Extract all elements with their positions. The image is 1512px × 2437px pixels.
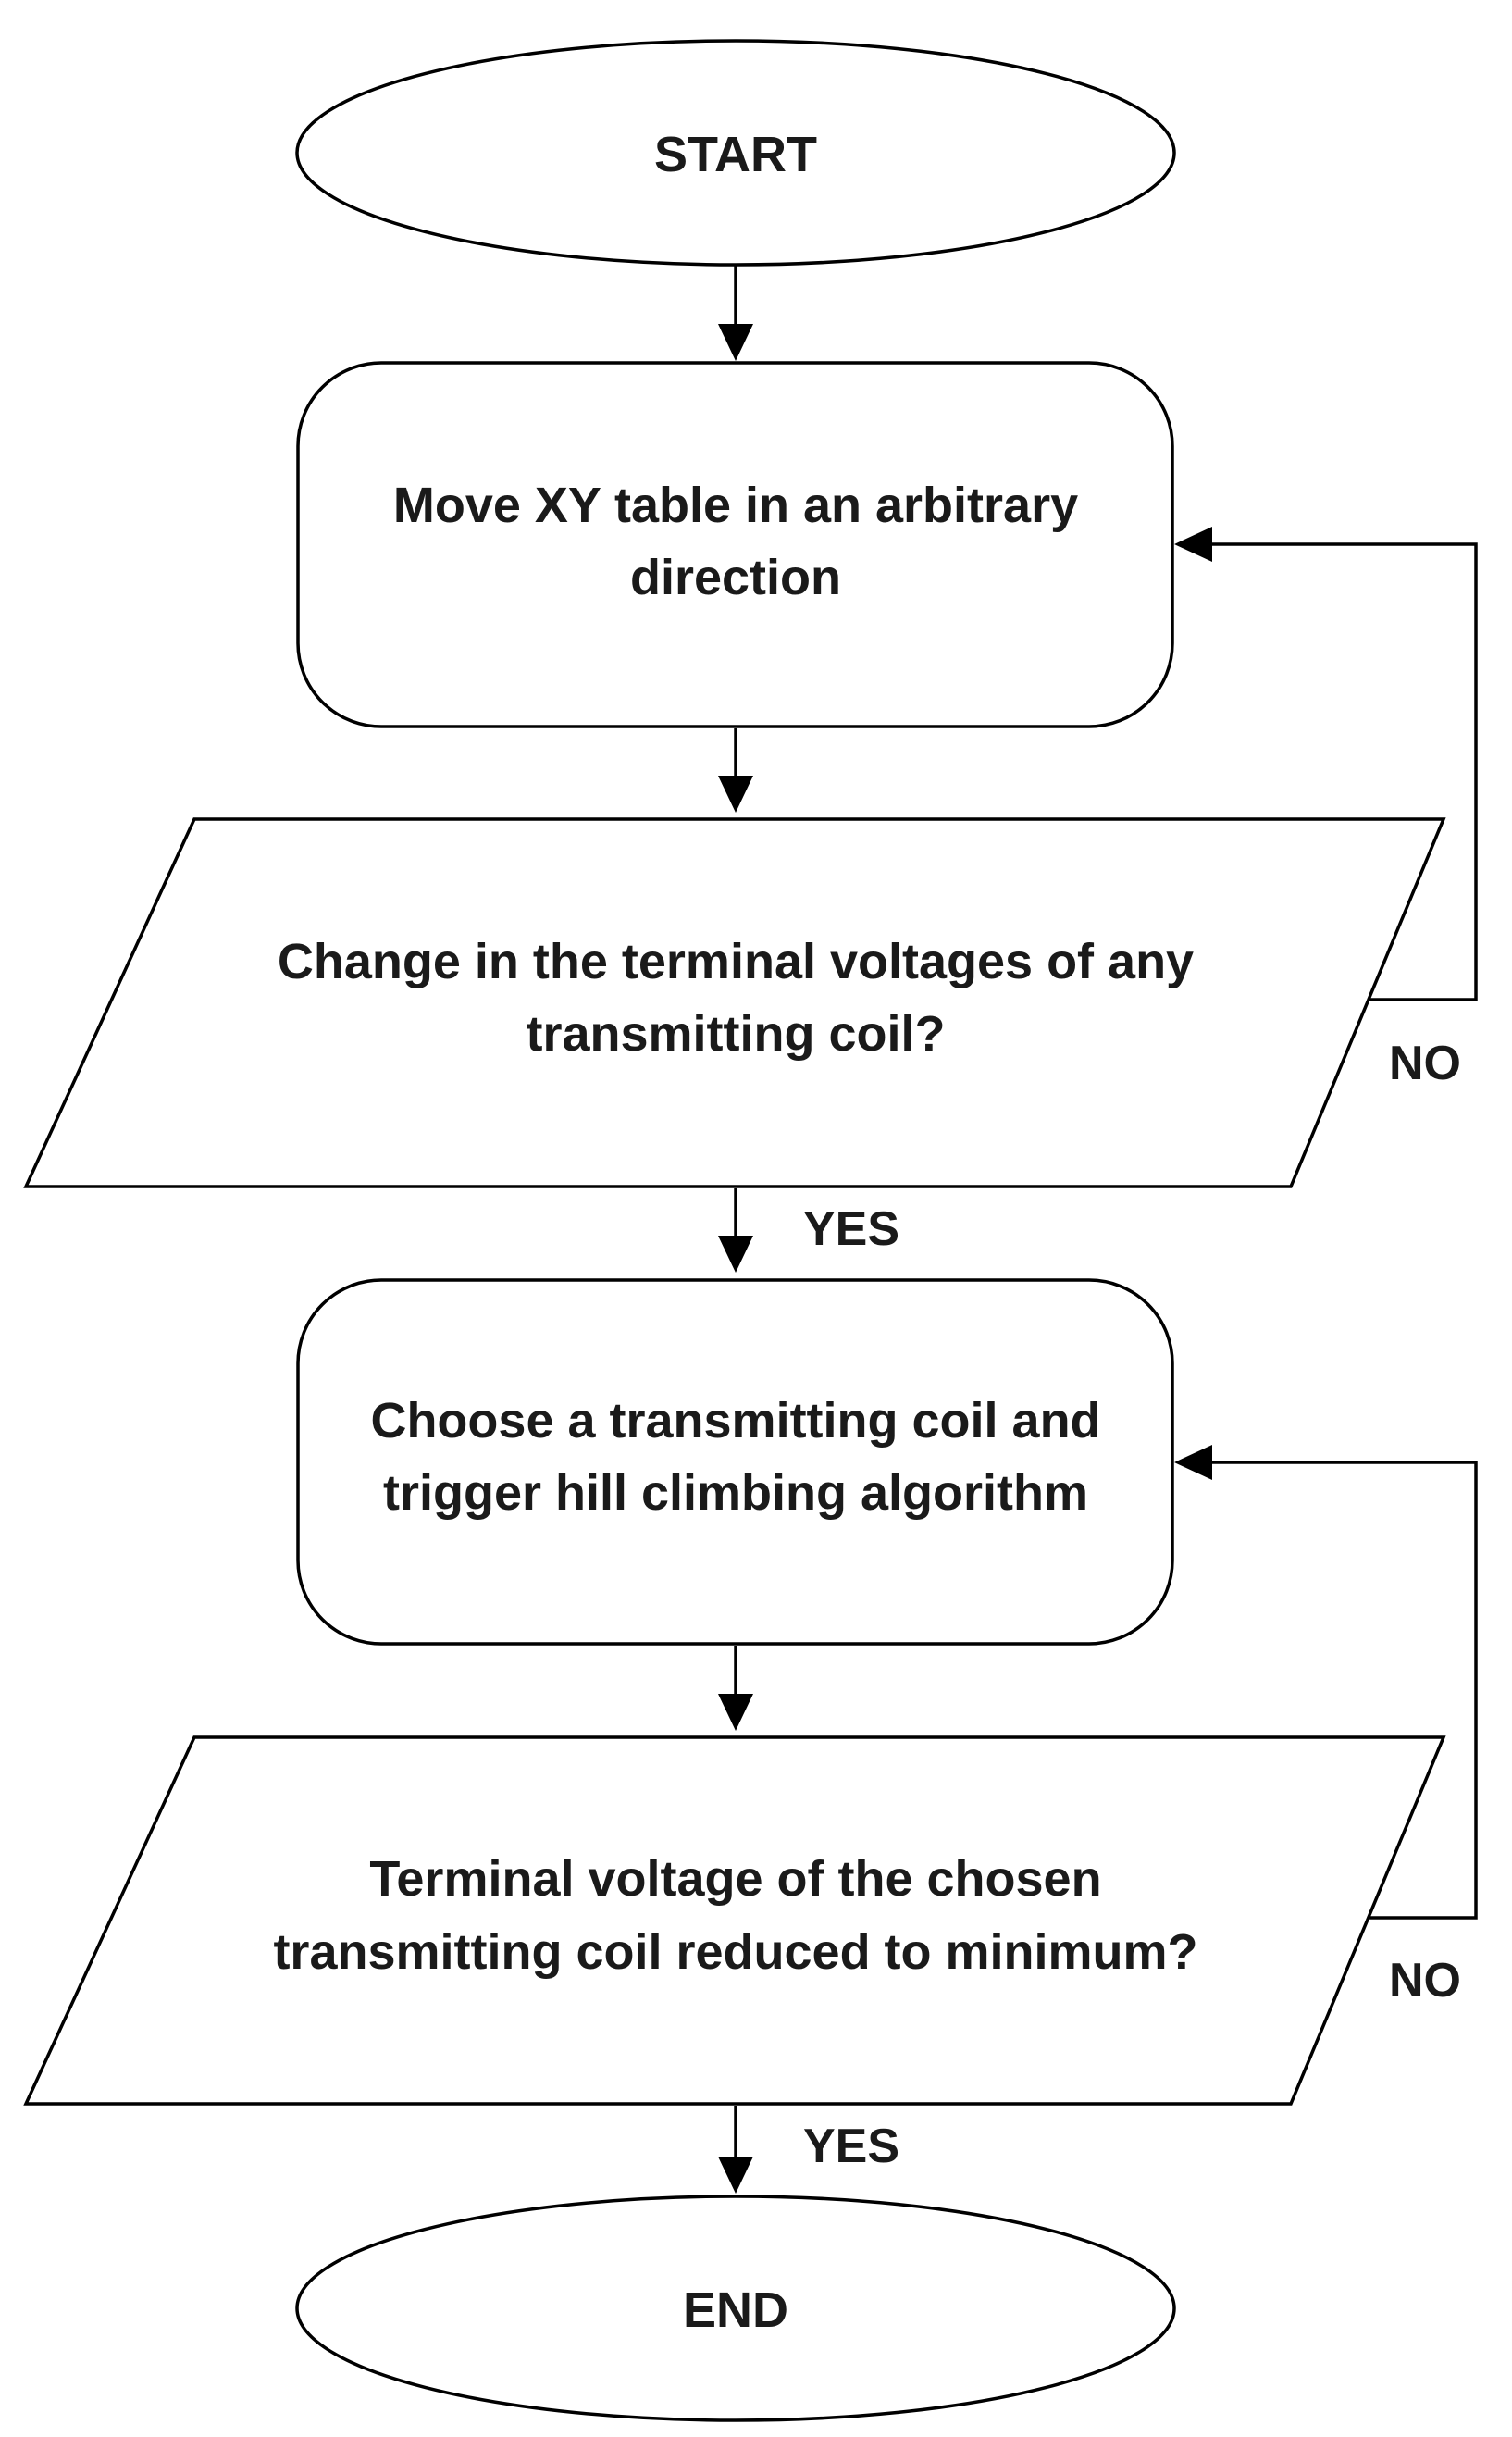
no-label-2: NO <box>1389 1954 1461 2008</box>
decision-voltage-change <box>23 817 1446 1188</box>
arrowhead-decision-to-end <box>718 2157 753 2194</box>
yes-label-2: YES <box>803 2120 899 2173</box>
process-choose-label-line2: trigger hill climbing algorithm <box>383 1465 1088 1521</box>
arrowhead-no-loop-2 <box>1174 1445 1212 1480</box>
yes-label-1: YES <box>803 1202 899 1256</box>
arrowhead-choose-to-decision <box>718 1694 753 1731</box>
decision-change-label-line2: transmitting coil? <box>526 1006 945 1062</box>
start-label: START <box>654 127 817 182</box>
start-terminator <box>295 39 1176 267</box>
connector-no-loop-1 <box>1208 542 1478 1001</box>
decision-change-label-line1: Change in the terminal voltages of any <box>278 934 1194 989</box>
decision-voltage-minimum <box>23 1735 1446 2106</box>
end-terminator <box>295 2195 1176 2422</box>
process-choose-label-line1: Choose a transmitting coil and <box>370 1393 1100 1449</box>
arrowhead-start-to-move <box>718 324 753 361</box>
connector-no-loop-2 <box>1208 1461 1478 1920</box>
decision-minimum-label-line1: Terminal voltage of the chosen <box>369 1851 1101 1907</box>
arrowhead-no-loop-1 <box>1174 527 1212 562</box>
process-move-label-line1: Move XY table in an arbitrary <box>393 478 1078 533</box>
end-label: END <box>683 2282 788 2338</box>
decision-minimum-label-line2: transmitting coil reduced to minimum? <box>273 1924 1197 1980</box>
arrowhead-decision-to-choose <box>718 1236 753 1273</box>
process-move-label-line2: direction <box>630 550 841 605</box>
process-move-xy-table <box>296 361 1174 728</box>
process-choose-coil <box>296 1278 1174 1646</box>
no-label-1: NO <box>1389 1037 1461 1090</box>
arrowhead-move-to-decision <box>718 776 753 813</box>
